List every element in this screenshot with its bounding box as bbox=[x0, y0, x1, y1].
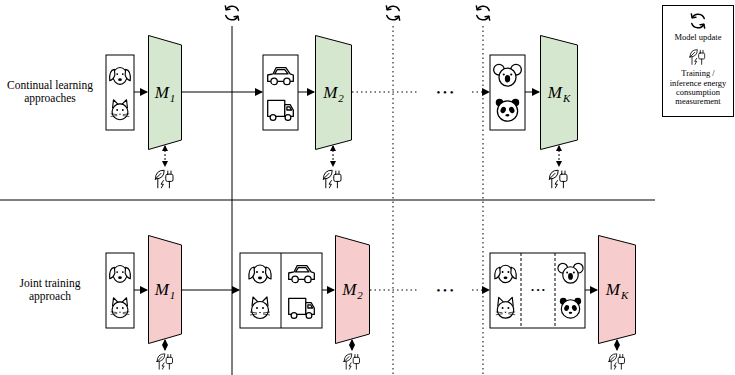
ellipsis: • • • bbox=[522, 285, 554, 295]
energy-icon bbox=[157, 354, 172, 369]
model-name: M bbox=[606, 280, 620, 300]
data-box bbox=[263, 55, 298, 130]
data-box bbox=[106, 55, 134, 130]
energy-icon bbox=[609, 354, 624, 369]
update-icon bbox=[225, 6, 238, 20]
model-name: M bbox=[323, 83, 337, 103]
energy-icon bbox=[155, 170, 173, 188]
legend-symbol bbox=[687, 10, 709, 32]
model-block: M1 bbox=[148, 235, 182, 344]
legend-entry: Model update bbox=[663, 10, 733, 46]
legend-box: Model updateTraining / inference energy … bbox=[662, 5, 734, 117]
measure-link bbox=[165, 146, 559, 166]
energy-icon bbox=[549, 170, 567, 188]
data-box bbox=[490, 253, 585, 328]
ellipsis: • • • bbox=[420, 284, 470, 297]
data-box bbox=[106, 253, 134, 328]
model-block: MK bbox=[540, 35, 578, 150]
model-name: M bbox=[155, 83, 169, 103]
model-index: K bbox=[621, 289, 628, 301]
row-separator bbox=[0, 200, 655, 201]
energy-icon bbox=[323, 170, 341, 188]
model-block: M2 bbox=[315, 35, 352, 150]
row-label: Joint training approach bbox=[2, 277, 98, 303]
model-index: K bbox=[563, 92, 570, 104]
legend-entry: Training / inference energy consumption … bbox=[663, 46, 733, 110]
model-index: 1 bbox=[170, 92, 176, 104]
model-name: M bbox=[342, 280, 356, 300]
model-name: M bbox=[155, 280, 169, 300]
ellipsis: • • • bbox=[420, 86, 470, 99]
data-box bbox=[240, 253, 322, 328]
model-name: M bbox=[548, 83, 562, 103]
legend-text: Model update bbox=[663, 32, 733, 46]
model-index: 2 bbox=[338, 92, 344, 104]
update-icon bbox=[386, 6, 399, 20]
model-block: M1 bbox=[148, 35, 182, 150]
legend-symbol bbox=[687, 46, 709, 68]
model-index: 1 bbox=[170, 289, 176, 301]
update-icon bbox=[476, 6, 489, 20]
data-box bbox=[490, 55, 525, 130]
model-block: M2 bbox=[335, 235, 370, 344]
row-label: Continual learning approaches bbox=[2, 79, 98, 105]
model-index: 2 bbox=[357, 289, 363, 301]
measure-link bbox=[165, 340, 617, 350]
model-block: MK bbox=[598, 235, 636, 344]
legend-text: Training / inference energy consumption … bbox=[663, 68, 733, 110]
energy-icon bbox=[344, 354, 359, 369]
